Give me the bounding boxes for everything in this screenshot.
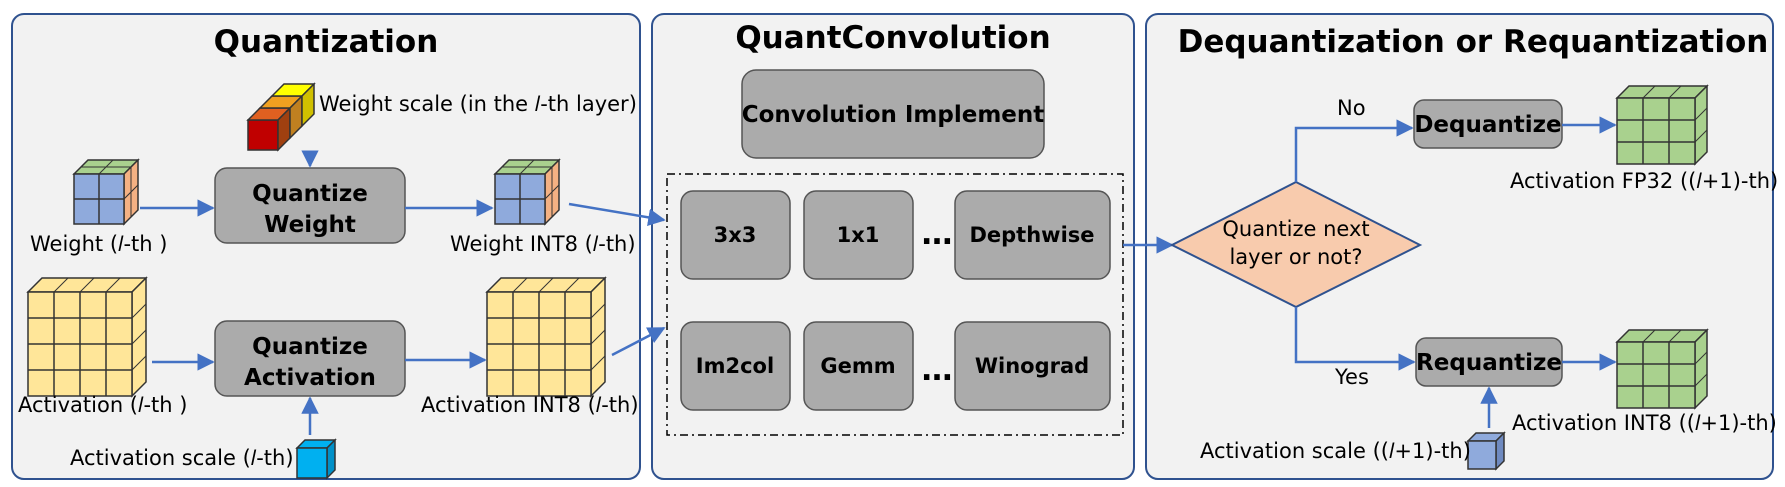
weight-int8-label: Weight INT8 (𝑙-th) [450, 232, 636, 256]
activation-grid-icon [26, 276, 148, 398]
impl-dashed-frame [666, 173, 1124, 436]
activation-int8-next-grid-icon [1615, 328, 1709, 410]
impl-1x1-box [803, 190, 914, 280]
title-dequant: Dequantization or Requantization [1178, 24, 1769, 60]
activation-scale-next-label: Activation scale ((𝑙+1)-th) [1200, 439, 1471, 463]
activation-int8-grid-icon [485, 276, 607, 398]
convolution-implement-box [741, 69, 1045, 159]
decision-line2: layer or not? [1229, 245, 1362, 269]
weight-int8-cube-icon [493, 158, 561, 226]
weight-label: Weight (𝑙-th ) [30, 232, 167, 256]
no-label: No [1337, 96, 1366, 120]
activation-fp32-label: Activation FP32 ((𝑙+1)-th) [1510, 169, 1778, 193]
arrow-decision-yes [1294, 307, 1416, 371]
impl-3x3-box [680, 190, 791, 280]
title-quantconv: QuantConvolution [735, 20, 1050, 56]
impl-winograd-box [954, 321, 1111, 411]
activation-int8-label: Activation INT8 (𝑙-th) [421, 393, 639, 417]
impl-3x3-label: 3x3 [714, 223, 757, 247]
dequantize-label: Dequantize [1414, 112, 1561, 138]
quantize-weight-box [214, 167, 406, 244]
impl-depthwise-label: Depthwise [969, 223, 1094, 247]
activation-scale-label: Activation scale (𝑙-th) [70, 446, 294, 470]
impl-gemm-label: Gemm [820, 354, 895, 378]
weight-scale-icon [246, 82, 316, 152]
quantize-activation-box [214, 320, 406, 397]
arrow-wint8-to-conv [568, 202, 666, 227]
decision-line1: Quantize next [1222, 217, 1369, 241]
impl-depthwise-box [954, 190, 1111, 280]
impl-row2-ellipsis: … [922, 352, 953, 388]
impl-im2col-label: Im2col [696, 354, 774, 378]
quantize-activation-line1: Quantize [252, 334, 368, 360]
activation-int8-next-label: Activation INT8 ((𝑙+1)-th) [1512, 411, 1777, 435]
impl-gemm-box [803, 321, 914, 411]
impl-winograd-label: Winograd [975, 354, 1089, 378]
activation-label: Activation (𝑙-th ) [18, 393, 187, 417]
weight-scale-label: Weight scale (in the 𝑙-th layer) [319, 92, 637, 116]
arrow-decision-no [1294, 119, 1414, 182]
convolution-implement-label: Convolution Implement [742, 102, 1045, 128]
quantize-weight-line2: Weight [264, 212, 356, 238]
activation-scale-icon [295, 438, 337, 480]
quantize-activation-line2: Activation [244, 365, 376, 391]
activation-fp32-grid-icon [1615, 84, 1709, 166]
requantize-label: Requantize [1416, 350, 1562, 376]
weight-cube-icon [72, 158, 140, 226]
impl-row1-ellipsis: … [922, 216, 953, 252]
yes-label: Yes [1334, 365, 1369, 389]
activation-scale-next-icon [1466, 431, 1506, 471]
quantize-weight-line1: Quantize [252, 181, 368, 207]
arrow-aint8-to-conv [611, 326, 666, 357]
impl-1x1-label: 1x1 [837, 223, 880, 247]
title-quantization: Quantization [214, 24, 439, 60]
impl-im2col-box [680, 321, 791, 411]
